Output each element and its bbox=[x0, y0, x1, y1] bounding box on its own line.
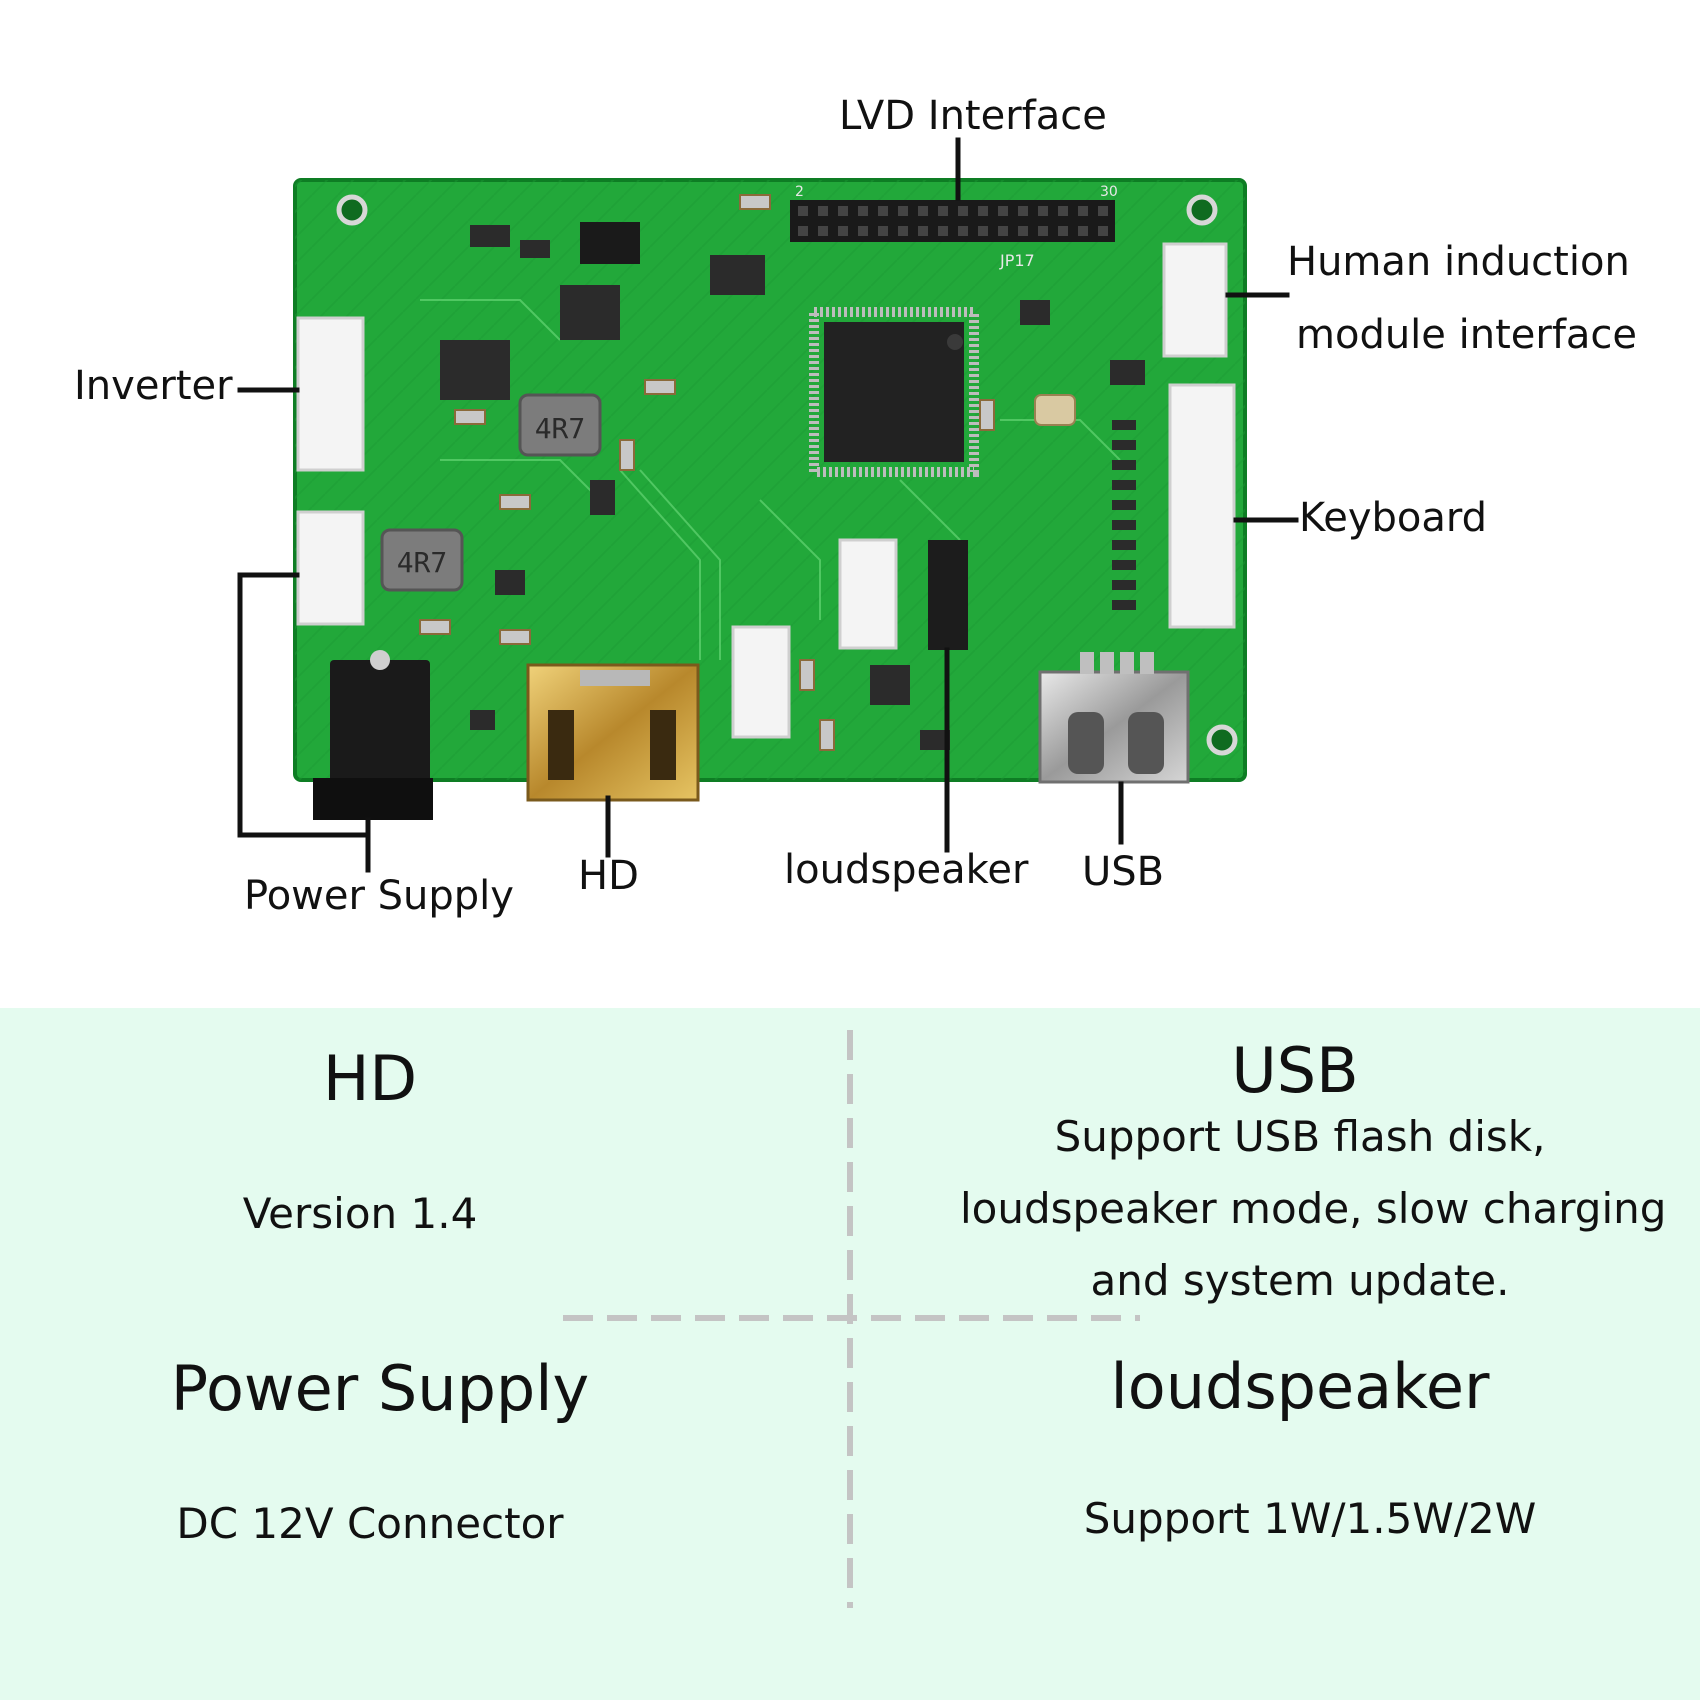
lvds-pin-header: 2 30 JP17 bbox=[790, 184, 1118, 270]
spec-hd-title: HD bbox=[322, 1042, 418, 1115]
callout-usb: USB bbox=[1082, 849, 1165, 895]
spec-usb-line-2: loudspeaker mode, slow charging bbox=[960, 1184, 1667, 1233]
svg-text:30: 30 bbox=[1100, 184, 1118, 200]
inductor-top: 4R7 bbox=[518, 393, 602, 457]
board-diagram: 4R7 4R7 2 30 JP17 bbox=[237, 137, 1299, 873]
callout-keyboard: Keyboard bbox=[1299, 495, 1488, 541]
inductor-bottom: 4R7 bbox=[380, 528, 464, 592]
callout-human-induction-line1: Human induction bbox=[1287, 239, 1630, 285]
callout-human-induction-line2: module interface bbox=[1296, 312, 1638, 358]
keyboard-connector bbox=[1168, 383, 1236, 629]
svg-text:JP17: JP17 bbox=[999, 251, 1035, 270]
spec-panel-background bbox=[0, 1008, 1700, 1700]
callout-hd: HD bbox=[578, 853, 639, 899]
spec-usb-title: USB bbox=[1231, 1034, 1359, 1107]
spec-panel: HD Version 1.4 USB Support USB flash dis… bbox=[0, 1008, 1700, 1700]
callout-lvds-interface: LVD Interface bbox=[839, 93, 1107, 139]
callout-loudspeaker: loudspeaker bbox=[784, 847, 1029, 893]
callout-power-supply: Power Supply bbox=[244, 873, 514, 919]
power-leader-line bbox=[237, 572, 371, 873]
hdmi-connector bbox=[526, 663, 700, 802]
svg-text:4R7: 4R7 bbox=[397, 546, 448, 579]
spec-loudspeaker-line-1: Support 1W/1.5W/2W bbox=[1083, 1494, 1537, 1543]
spec-usb-line-3: and system update. bbox=[1090, 1256, 1510, 1305]
pcb-board bbox=[293, 178, 1247, 782]
svg-text:2: 2 bbox=[795, 184, 804, 200]
main-processor-chip bbox=[809, 307, 979, 477]
inverter-connector bbox=[296, 316, 365, 472]
spec-power-line-1: DC 12V Connector bbox=[176, 1499, 564, 1548]
spec-usb-line-1: Support USB flash disk, bbox=[1054, 1112, 1546, 1161]
spec-hd-line-1: Version 1.4 bbox=[242, 1189, 478, 1238]
small-connector-b bbox=[731, 625, 791, 739]
usb-connector bbox=[1038, 652, 1190, 784]
loudspeaker-amplifier-chip bbox=[928, 540, 968, 650]
svg-text:4R7: 4R7 bbox=[535, 412, 586, 445]
small-connector-a bbox=[838, 538, 898, 650]
human-induction-connector bbox=[1162, 242, 1228, 358]
spec-loudspeaker-title: loudspeaker bbox=[1110, 1350, 1490, 1423]
backlight-connector bbox=[296, 510, 365, 626]
spec-power-title: Power Supply bbox=[170, 1352, 590, 1425]
dc-power-jack bbox=[313, 650, 433, 820]
callout-inverter: Inverter bbox=[74, 363, 233, 409]
